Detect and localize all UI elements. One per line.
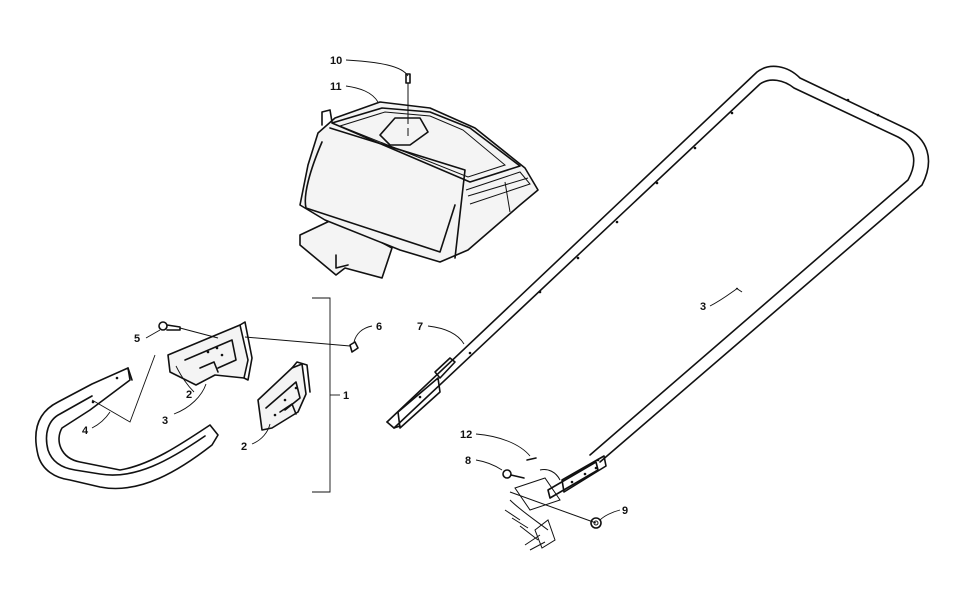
bracket-assembly bbox=[158, 321, 359, 431]
callout-12: 12 bbox=[460, 429, 472, 441]
clip-6 bbox=[349, 341, 359, 353]
callouts: 10 11 5 6 1 2 3 2 4 7 3 12 8 9 bbox=[82, 55, 706, 517]
callout-5: 5 bbox=[134, 333, 140, 345]
callout-6: 6 bbox=[376, 321, 382, 333]
pin-12 bbox=[526, 457, 537, 461]
callout-8: 8 bbox=[465, 455, 471, 467]
bolt-5 bbox=[158, 321, 168, 331]
callout-3-right: 3 bbox=[700, 301, 706, 313]
callout-4: 4 bbox=[82, 425, 89, 437]
callout-11: 11 bbox=[330, 81, 342, 93]
callout-2-upper: 2 bbox=[186, 389, 192, 401]
assembly-bracket bbox=[312, 297, 331, 493]
bolt-8 bbox=[502, 469, 512, 479]
callout-7: 7 bbox=[417, 321, 423, 333]
callout-9: 9 bbox=[622, 505, 628, 517]
handle-bumper bbox=[35, 367, 219, 490]
nut-9 bbox=[590, 517, 602, 529]
hitch-hardware bbox=[502, 457, 602, 551]
storage-bag bbox=[299, 73, 539, 279]
callout-1: 1 bbox=[343, 390, 349, 402]
callout-2-lower: 2 bbox=[241, 441, 247, 453]
leader-lines bbox=[91, 59, 743, 521]
callout-3-left: 3 bbox=[162, 415, 168, 427]
frame-rail bbox=[386, 65, 930, 499]
callout-10: 10 bbox=[330, 55, 342, 67]
